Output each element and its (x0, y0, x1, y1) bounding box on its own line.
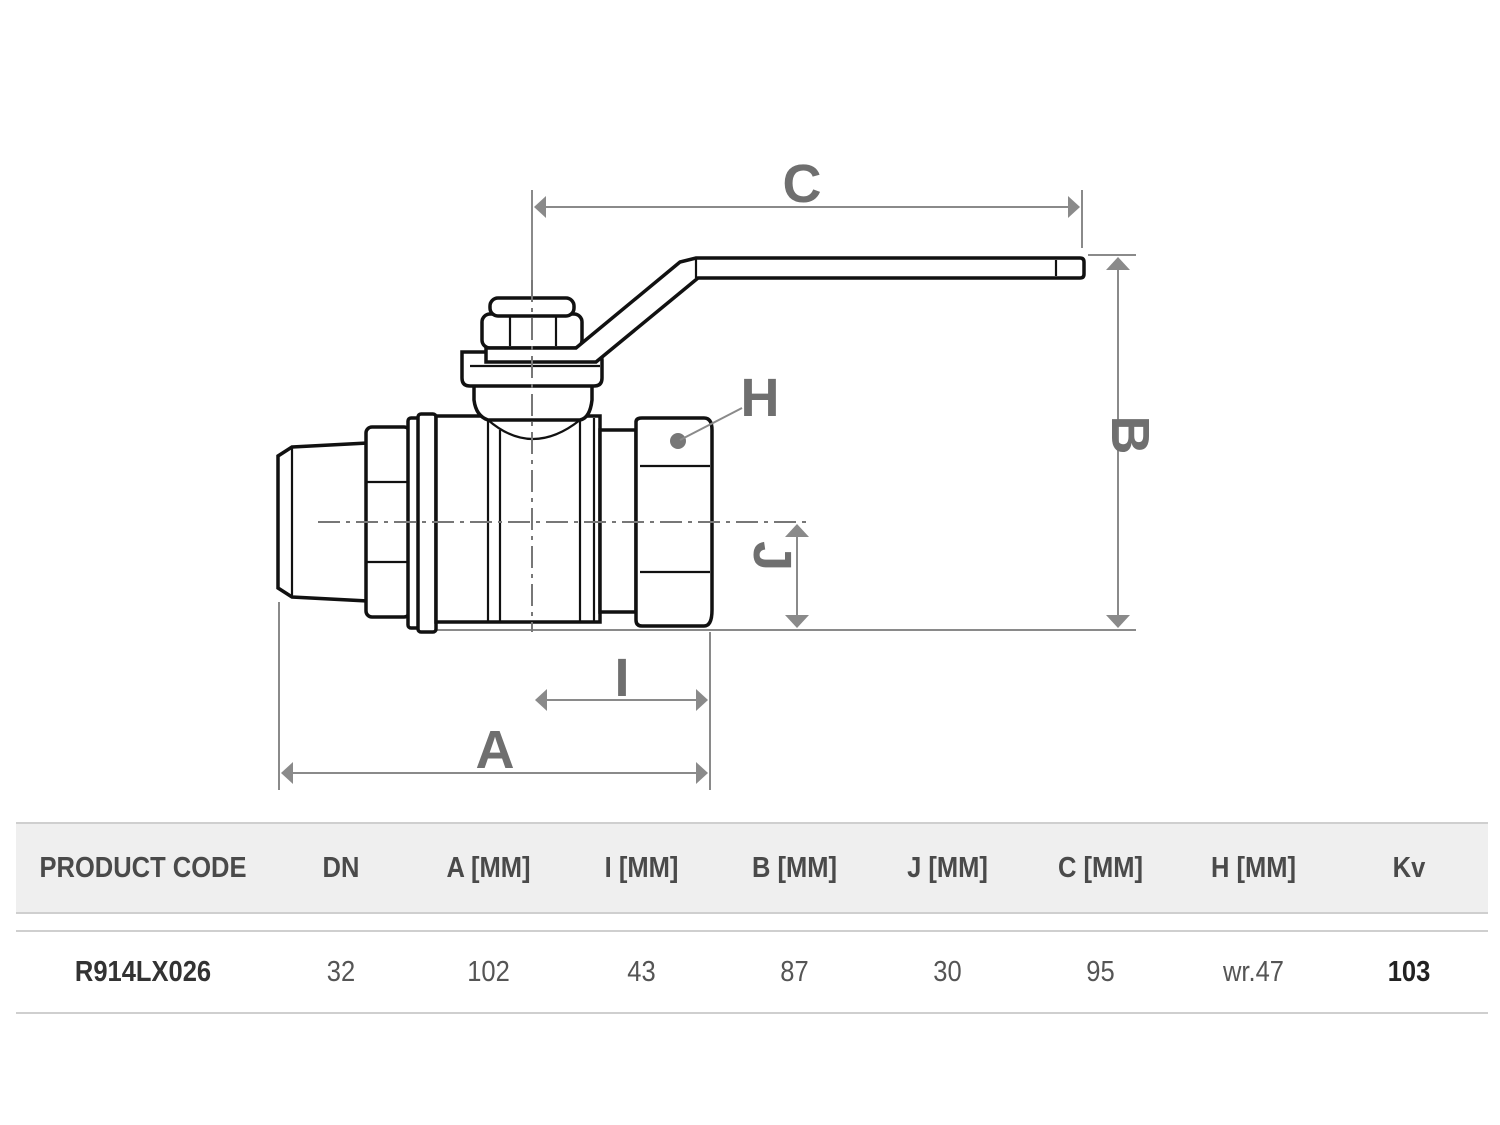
label-c: C (783, 154, 822, 214)
header-b: B [MM] (751, 851, 838, 884)
dimension-b: B (1088, 254, 1160, 628)
cell-b: 87 (780, 955, 809, 988)
spec-table: PRODUCT CODE DN A [MM] I [MM] B [MM] J [… (16, 822, 1488, 1014)
cell-h: wr.47 (1222, 955, 1284, 988)
header-product-code: PRODUCT CODE (39, 851, 247, 884)
dimension-a: A (278, 602, 708, 790)
header-kv: Kv (1392, 851, 1426, 884)
header-h: H [MM] (1210, 851, 1297, 884)
valve-body (276, 382, 714, 634)
label-a: A (476, 720, 515, 780)
dimension-h: H (679, 368, 780, 441)
table-row: R914LX026 32 102 43 87 30 95 wr.47 103 (16, 930, 1488, 1014)
label-h: H (741, 368, 780, 428)
header-j: J [MM] (907, 851, 988, 884)
cell-dn: 32 (326, 955, 356, 988)
table-header: PRODUCT CODE DN A [MM] I [MM] B [MM] J [… (16, 822, 1488, 914)
header-c: C [MM] (1057, 851, 1144, 884)
dimension-j: J (742, 524, 809, 628)
valve-technical-drawing: C B J I A (276, 154, 1160, 790)
marker-dot (670, 433, 686, 449)
header-a: A [MM] (446, 851, 531, 884)
cell-i: 43 (627, 955, 656, 988)
header-dn: DN (322, 851, 360, 884)
label-b: B (1100, 416, 1160, 455)
cell-kv: 103 (1387, 955, 1431, 988)
dimension-i: I (535, 632, 711, 790)
label-j: J (742, 541, 802, 571)
cell-a: 102 (467, 955, 510, 988)
header-i: I [MM] (604, 851, 679, 884)
cell-c: 95 (1086, 955, 1115, 988)
cell-j: 30 (933, 955, 962, 988)
label-i: I (614, 648, 629, 708)
valve-lever (484, 256, 1086, 364)
cell-product-code: R914LX026 (74, 955, 212, 988)
